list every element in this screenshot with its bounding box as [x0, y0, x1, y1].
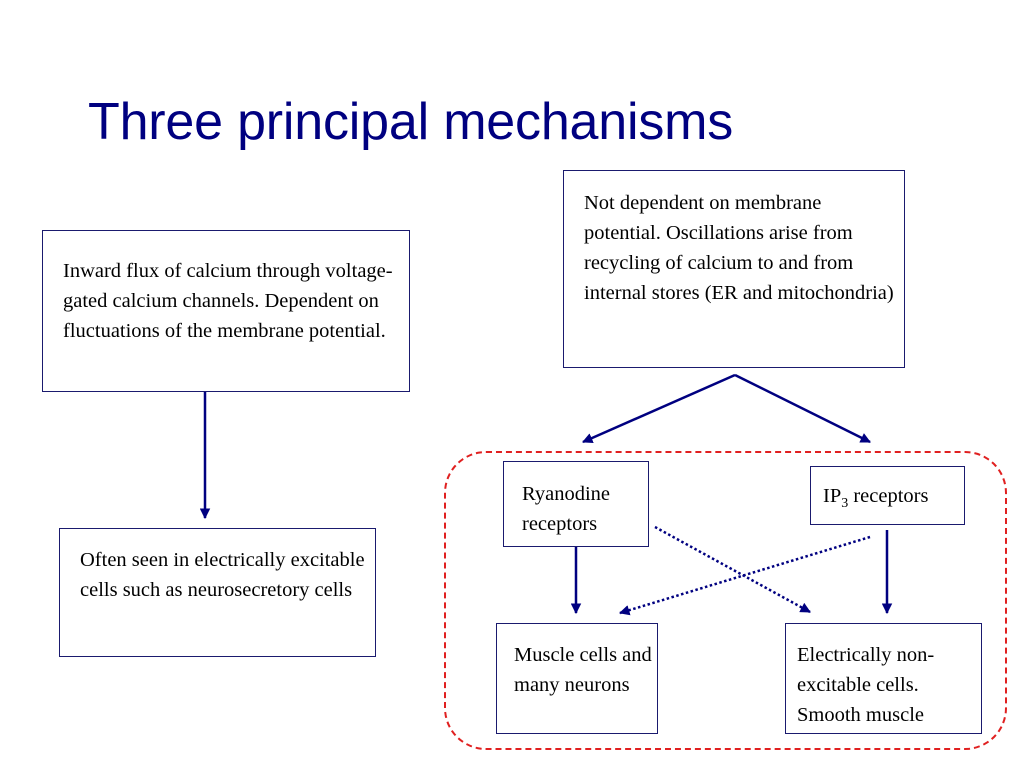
arrow-internal-to-ip3 [734, 373, 871, 444]
muscle-cells-text: Muscle cells and many neurons [514, 644, 652, 696]
ip3-receptors-text: IP3 receptors [823, 485, 929, 512]
muscle-cells-box: Muscle cells and many neurons [496, 623, 658, 734]
internal-stores-box: Not dependent on membrane potential. Osc… [563, 170, 905, 368]
dotted-arrow-ip3-to-muscle [618, 535, 871, 616]
non-excitable-cells-text: Electrically non-excitable cells. Smooth… [797, 644, 935, 726]
internal-stores-text: Not dependent on membrane potential. Osc… [584, 192, 894, 304]
excitable-cells-text: Often seen in electrically excitable cel… [80, 549, 365, 601]
slide-title: Three principal mechanisms [88, 93, 734, 151]
non-excitable-cells-box: Electrically non-excitable cells. Smooth… [785, 623, 982, 734]
arrow-internal-to-ryanodine [582, 373, 736, 444]
voltage-gated-box: Inward flux of calcium through voltage-g… [42, 230, 410, 392]
dotted-arrow-ryanodine-to-non-excitable [654, 525, 811, 614]
ryanodine-receptors-text: Ryanodine receptors [522, 483, 610, 535]
excitable-cells-box: Often seen in electrically excitable cel… [59, 528, 376, 657]
ip3-receptors-box: IP3 receptors [810, 466, 965, 525]
ryanodine-receptors-box: Ryanodine receptors [503, 461, 649, 547]
voltage-gated-text: Inward flux of calcium through voltage-g… [63, 260, 393, 342]
receptor-group-outline [444, 451, 1007, 750]
